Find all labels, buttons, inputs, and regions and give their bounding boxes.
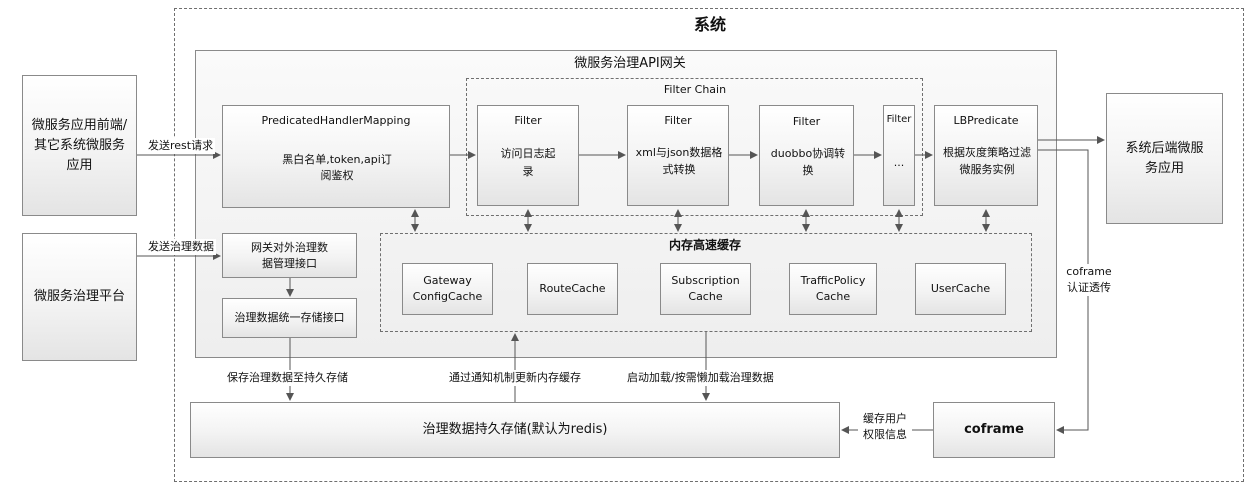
edge-label-cache-user: 缓存用户权限信息 xyxy=(858,411,912,443)
frontend-app-label: 微服务应用前端/其它系统微服务应用 xyxy=(31,117,128,173)
mapping-desc: 黑白名单,token,api订阅鉴权 xyxy=(282,153,392,182)
edge-label-load: 启动加载/按需懒加载治理数据 xyxy=(625,370,776,386)
lb-desc: 根据灰度策略过滤微服务实例 xyxy=(943,146,1031,176)
governance-platform-box: 微服务治理平台 xyxy=(22,233,137,361)
filter-box-2: Filter xml与json数据格式转换 xyxy=(627,105,729,206)
edge-label-notify: 通过通知机制更新内存缓存 xyxy=(447,370,583,386)
coframe-label: coframe xyxy=(964,422,1024,437)
edge-label-coframe-auth: coframe认证透传 xyxy=(1061,264,1117,296)
filter-4-title: Filter xyxy=(886,114,912,125)
memory-cache-region xyxy=(380,233,1032,332)
storage-api-label: 治理数据统一存储接口 xyxy=(234,311,345,324)
storage-api-box: 治理数据统一存储接口 xyxy=(222,298,357,338)
persistent-storage-label: 治理数据持久存储(默认为redis) xyxy=(422,422,608,437)
subscription-cache-box: Subscription Cache xyxy=(660,263,751,315)
lb-predicate-box: LBPredicate 根据灰度策略过滤微服务实例 xyxy=(934,105,1038,206)
user-cache-label: UserCache xyxy=(930,282,991,295)
route-cache-box: RouteCache xyxy=(527,263,618,315)
governance-data-api-box: 网关对外治理数据管理接口 xyxy=(222,233,357,278)
mapping-title: PredicatedHandlerMapping xyxy=(261,114,411,127)
filter-3-desc: duobbo协调转换 xyxy=(770,147,846,177)
frontend-app-box: 微服务应用前端/其它系统微服务应用 xyxy=(22,75,137,216)
gateway-config-cache-label: Gateway ConfigCache xyxy=(412,274,483,303)
subscription-cache-label: Subscription Cache xyxy=(671,274,740,303)
filter-1-title: Filter xyxy=(514,114,542,127)
filter-chain-region xyxy=(466,78,923,216)
persistent-storage-box: 治理数据持久存储(默认为redis) xyxy=(190,402,840,458)
governance-platform-label: 微服务治理平台 xyxy=(33,289,125,304)
system-title: 系统 xyxy=(693,15,726,34)
filter-chain-title: Filter Chain xyxy=(663,83,727,96)
lb-title: LBPredicate xyxy=(953,114,1019,127)
filter-2-desc: xml与json数据格式转换 xyxy=(635,146,723,176)
filter-4-desc: ... xyxy=(893,156,905,169)
route-cache-label: RouteCache xyxy=(539,282,606,295)
gateway-title: 微服务治理API网关 xyxy=(574,56,686,71)
edge-label-save: 保存治理数据至持久存储 xyxy=(225,370,350,386)
user-cache-box: UserCache xyxy=(915,263,1006,315)
filter-box-4: Filter ... xyxy=(883,105,915,206)
traffic-policy-cache-box: TrafficPolicy Cache xyxy=(789,263,877,315)
gateway-config-cache-box: Gateway ConfigCache xyxy=(402,263,493,315)
predicated-handler-mapping-box: PredicatedHandlerMapping 黑白名单,token,api订… xyxy=(222,105,450,208)
edge-label-send-rest: 发送rest请求 xyxy=(146,138,216,154)
filter-1-desc: 访问日志起录 xyxy=(500,147,556,178)
traffic-policy-cache-label: TrafficPolicy Cache xyxy=(800,274,866,303)
filter-box-3: Filter duobbo协调转换 xyxy=(759,105,854,206)
backend-app-box: 系统后端微服务应用 xyxy=(1106,93,1223,224)
backend-app-label: 系统后端微服务应用 xyxy=(1125,140,1204,176)
coframe-box: coframe xyxy=(933,402,1055,458)
filter-box-1: Filter 访问日志起录 xyxy=(477,105,579,206)
filter-3-title: Filter xyxy=(792,115,821,128)
edge-label-send-gov: 发送治理数据 xyxy=(146,239,216,255)
governance-data-api-label: 网关对外治理数据管理接口 xyxy=(251,240,328,270)
filter-2-title: Filter xyxy=(664,114,692,127)
memory-cache-title: 内存高速缓存 xyxy=(668,237,741,252)
